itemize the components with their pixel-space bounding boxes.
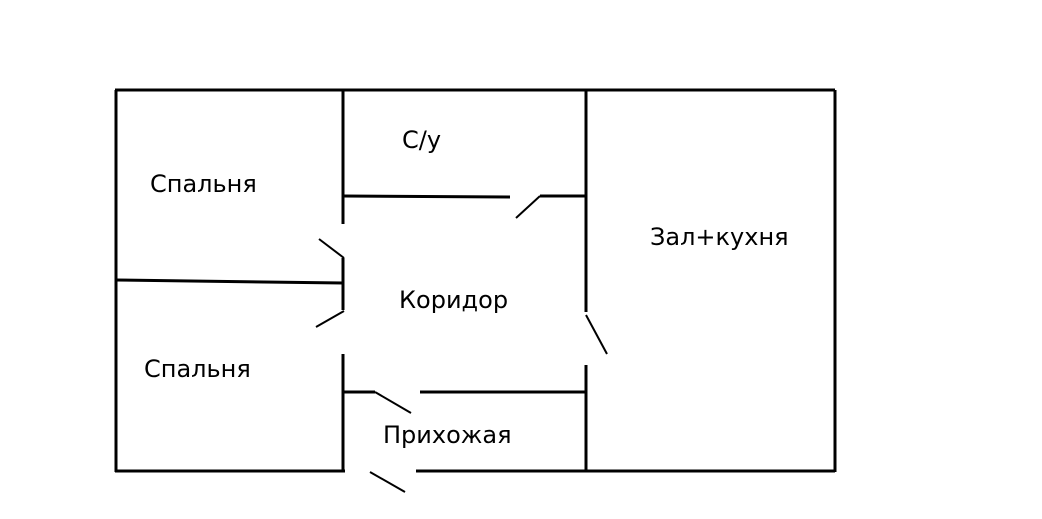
- interior-walls: [115, 90, 588, 471]
- label-living-kitchen: Зал+кухня: [650, 223, 789, 251]
- label-bedroom-top: Спальня: [150, 170, 257, 198]
- label-corridor: Коридор: [399, 286, 508, 314]
- room-labels: Спальня С/у Коридор Зал+кухня Спальня Пр…: [144, 126, 789, 449]
- wall-bathroom-bottom-left: [342, 194, 511, 199]
- wall-between-bedrooms: [115, 278, 344, 285]
- label-hallway: Прихожая: [383, 421, 512, 449]
- label-bedroom-bottom: Спальня: [144, 355, 251, 383]
- door-hallway: [374, 391, 412, 414]
- door-bedroom-top: [318, 238, 345, 259]
- door-living-kitchen: [585, 314, 608, 355]
- label-bathroom: С/у: [402, 126, 441, 154]
- doors: [315, 195, 608, 493]
- door-bedroom-bottom: [315, 310, 345, 328]
- door-entrance: [369, 471, 406, 493]
- door-bathroom: [515, 195, 541, 219]
- outer-walls: [114, 88, 837, 473]
